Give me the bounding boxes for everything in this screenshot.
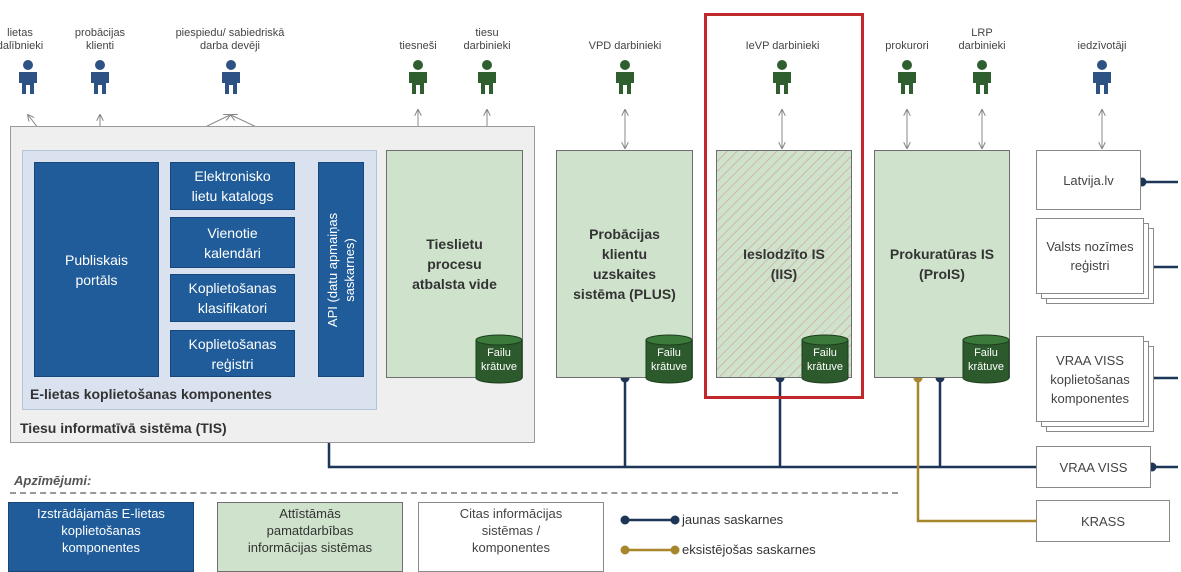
actor-label-ievp-darbinieki: IeVP darbinieki <box>745 40 820 52</box>
person-icon <box>616 60 634 94</box>
actor-label-darba-deveji: piespiedu/ sabiedriskā darba devēji <box>175 27 285 52</box>
actor-label-iedzivotaji: iedzīvotāji <box>1077 40 1127 52</box>
legend-white-box: Citas informācijas sistēmas / komponente… <box>418 502 604 572</box>
vraa-viss-komponentes: VRAA VISS koplietošanas komponentes <box>1036 336 1144 422</box>
iis-highlight-frame <box>704 13 864 399</box>
person-icon <box>898 60 916 94</box>
vienotie-kalendari: Vienotie kalendāri <box>170 217 295 268</box>
lietu-katalogs: Elektronisko lietu katalogs <box>170 162 295 210</box>
vraa-viss: VRAA VISS <box>1036 446 1151 488</box>
failu-kratuve: Failu krātuve <box>475 334 523 384</box>
actor-label-lietas-dalibnieki: lietas dalībnieki <box>0 27 44 52</box>
database-icon <box>645 334 693 384</box>
api-datu-apmainas: API (datu apmaiņas saskarnes) <box>318 162 364 377</box>
failu-kratuve: Failu krātuve <box>962 334 1010 384</box>
koplietosanas-registri: Koplietošanas reģistri <box>170 330 295 377</box>
krass: KRASS <box>1036 500 1170 542</box>
elietas-title: E-lietas koplietošanas komponentes <box>30 386 272 402</box>
database-icon <box>962 334 1010 384</box>
legend-green-box: Attīstāmās pamatdarbības informācijas si… <box>217 502 403 572</box>
failu-kratuve: Failu krātuve <box>801 334 849 384</box>
actor-label-prokurori: prokurori <box>885 40 929 52</box>
actor-label-probacijas-klienti: probācijas klienti <box>74 27 126 52</box>
actor-label-tiesnesi: tiesneši <box>399 40 437 52</box>
valsts-registri: Valsts nozīmes reģistri <box>1036 218 1144 294</box>
person-icon <box>773 60 791 94</box>
person-icon <box>19 60 37 94</box>
failu-kratuve: Failu krātuve <box>645 334 693 384</box>
person-icon <box>222 60 240 94</box>
actor-label-vpd-darbinieki: VPD darbinieki <box>588 40 662 52</box>
legend-existing-label: eksistējošas saskarnes <box>682 542 816 557</box>
koplietosanas-klasifikatori: Koplietošanas klasifikatori <box>170 274 295 322</box>
database-icon <box>475 334 523 384</box>
api-label: API (datu apmaiņas saskarnes) <box>325 212 357 327</box>
publiskais-portals: Publiskais portāls <box>34 162 159 377</box>
person-icon <box>973 60 991 94</box>
legend-existing-line <box>620 545 680 555</box>
legend-divider <box>10 492 898 494</box>
tis-title: Tiesu informatīvā sistēma (TIS) <box>20 420 227 436</box>
person-icon <box>478 60 496 94</box>
actor-label-lrp-darbinieki: LRP darbinieki <box>958 27 1006 52</box>
actor-label-tiesu-darbinieki: tiesu darbinieki <box>463 27 511 52</box>
database-icon <box>801 334 849 384</box>
legend-title: Apzīmējumi: <box>14 473 92 488</box>
person-icon <box>1093 60 1111 94</box>
legend-blue-box: Izstrādājamās E-lietas koplietošanas kom… <box>8 502 194 572</box>
existing-interface-line <box>916 378 1040 523</box>
person-icon <box>409 60 427 94</box>
latvija-lv: Latvija.lv <box>1036 150 1141 210</box>
person-icon <box>91 60 109 94</box>
legend-new-label: jaunas saskarnes <box>682 512 784 527</box>
legend-new-line <box>620 515 680 525</box>
